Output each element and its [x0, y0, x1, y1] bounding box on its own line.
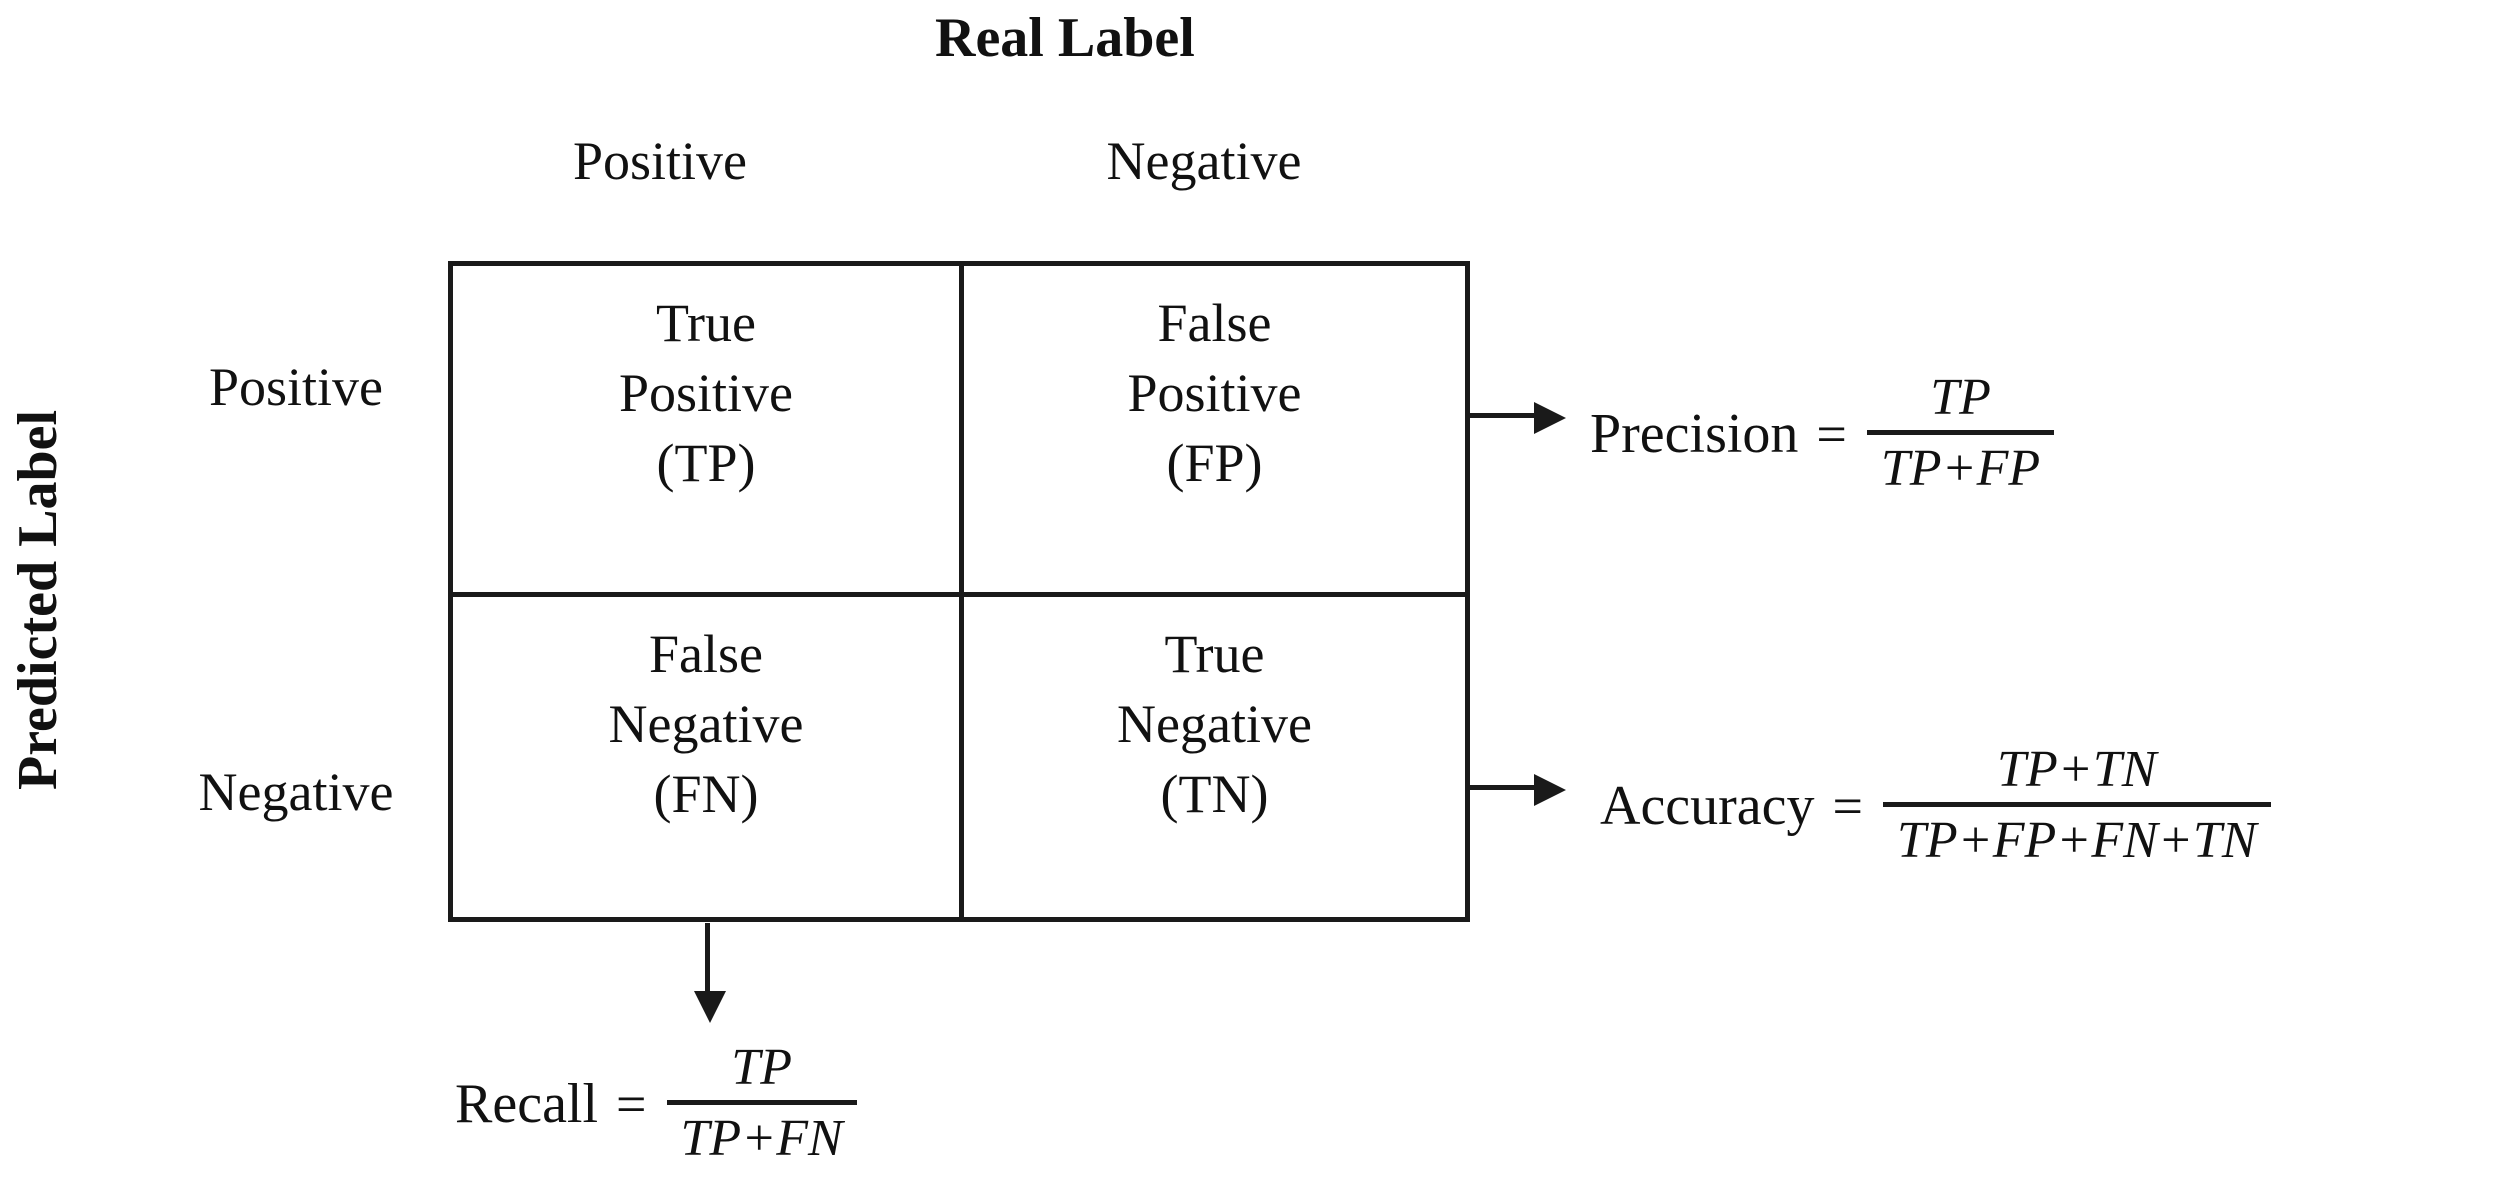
accuracy-fraction: TP+TN TP+FP+FN+TN: [1882, 741, 2271, 869]
accuracy-equals: =: [1832, 775, 1863, 836]
cell-tp-line1: True: [655, 293, 757, 353]
accuracy-denominator: TP+FP+FN+TN: [1882, 802, 2271, 869]
precision-formula: Precision = TP TP+FP: [1590, 369, 2055, 497]
precision-fraction: TP TP+FP: [1866, 369, 2055, 497]
cell-tp-line3: (TP): [656, 433, 756, 494]
cell-fn-line3: (FN): [653, 763, 759, 824]
column-header-positive: Positive: [572, 131, 748, 191]
cell-fp-line1: False: [1157, 293, 1272, 353]
cell-fn-line2: Negative: [608, 693, 804, 754]
cell-tn-line3: (TN): [1160, 763, 1269, 824]
arrow-to-recall: [694, 923, 726, 1023]
accuracy-numerator: TP+TN: [1997, 741, 2157, 798]
arrow-to-precision: [1470, 402, 1566, 434]
real-label-title: Real Label: [935, 7, 1195, 69]
cell-true-negative: True Negative (TN): [959, 591, 1465, 917]
precision-equals: =: [1816, 403, 1847, 464]
recall-numerator: TP: [731, 1039, 792, 1096]
precision-label: Precision: [1590, 402, 1799, 465]
accuracy-formula: Accuracy = TP+TN TP+FP+FN+TN: [1600, 741, 2271, 869]
cell-true-positive: True Positive (TP): [453, 266, 959, 592]
cell-fp-line2: Positive: [1127, 363, 1302, 424]
recall-denominator: TP+FN: [666, 1100, 857, 1167]
cell-fp-line3: (FP): [1166, 433, 1263, 494]
cell-fn-line1: False: [649, 623, 763, 684]
cell-tn-line2: Negative: [1117, 693, 1312, 754]
row-header-positive: Positive: [208, 357, 384, 417]
cell-false-negative: False Negative (FN): [453, 591, 959, 918]
predicted-label-title: Predicted Label: [7, 409, 69, 791]
cell-tn-line1: True: [1164, 623, 1265, 684]
recall-equals: =: [616, 1073, 647, 1134]
precision-numerator: TP: [1930, 369, 1991, 426]
accuracy-label: Accuracy: [1600, 774, 1815, 837]
cell-false-positive: False Positive (FP): [959, 266, 1465, 592]
cell-tp-line2: Positive: [618, 363, 794, 424]
recall-formula: Recall = TP TP+FN: [455, 1039, 857, 1167]
column-header-negative: Negative: [1106, 131, 1302, 191]
row-header-negative: Negative: [198, 762, 394, 822]
recall-fraction: TP TP+FN: [666, 1039, 857, 1167]
precision-denominator: TP+FP: [1866, 430, 2055, 497]
arrow-to-accuracy: [1470, 774, 1566, 806]
confusion-matrix-grid: True Positive (TP) False Positive (FP) F…: [448, 261, 1470, 922]
recall-label: Recall: [455, 1072, 599, 1135]
